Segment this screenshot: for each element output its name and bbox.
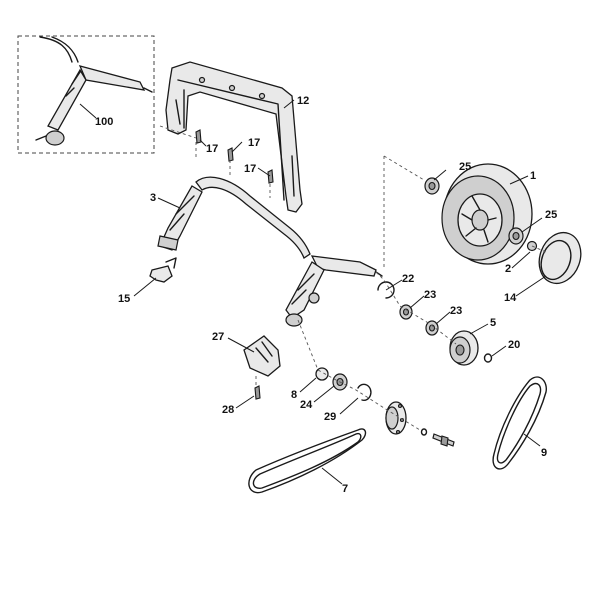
part-1-wheel — [441, 163, 533, 265]
part-100-handle-arm — [35, 65, 153, 146]
label-24: 24 — [300, 399, 313, 411]
label-25-b: 25 — [545, 209, 557, 221]
part-7-belt — [248, 428, 367, 494]
label-28: 28 — [222, 404, 234, 416]
part-5-pulley — [449, 330, 479, 366]
label-22: 22 — [402, 273, 414, 285]
leader-lines — [79, 99, 547, 485]
part-3-handle — [157, 176, 383, 327]
part-9-belt — [492, 376, 547, 470]
part-22-circlip — [377, 281, 395, 299]
label-17-b: 17 — [248, 137, 260, 149]
inset-detail-box — [17, 35, 155, 154]
label-15: 15 — [118, 293, 130, 305]
part-8-washer — [315, 367, 329, 381]
part-14-hubcap — [538, 231, 582, 285]
assembly-lines — [159, 125, 547, 431]
label-29: 29 — [324, 411, 336, 423]
part-12-bracket — [165, 61, 303, 213]
part-27-cover — [243, 335, 281, 377]
part-17-screws — [195, 129, 274, 184]
label-3: 3 — [150, 192, 156, 204]
part-29-circlip — [357, 383, 372, 401]
label-25-a: 25 — [459, 161, 471, 173]
label-12: 12 — [297, 95, 309, 107]
label-5: 5 — [490, 317, 496, 329]
label-7: 7 — [342, 483, 348, 495]
part-number-labels: 100 12 17 17 17 3 15 25 1 25 2 14 22 23 … — [95, 95, 557, 495]
label-23-b: 23 — [450, 305, 462, 317]
part-15-clip — [149, 257, 177, 283]
label-100: 100 — [95, 116, 113, 128]
label-14: 14 — [504, 292, 517, 304]
label-8: 8 — [291, 389, 297, 401]
label-9: 9 — [541, 447, 547, 459]
label-23-a: 23 — [424, 289, 436, 301]
part-28-screw — [254, 385, 261, 400]
gear-assembly — [385, 401, 455, 447]
label-27: 27 — [212, 331, 224, 343]
label-17-a: 17 — [206, 143, 218, 155]
part-20-ring — [483, 353, 493, 363]
label-1: 1 — [530, 170, 536, 182]
label-2: 2 — [505, 263, 511, 275]
label-17-c: 17 — [244, 163, 256, 175]
label-20: 20 — [508, 339, 520, 351]
part-23-washers — [399, 304, 439, 336]
part-25-bushings — [424, 177, 524, 245]
